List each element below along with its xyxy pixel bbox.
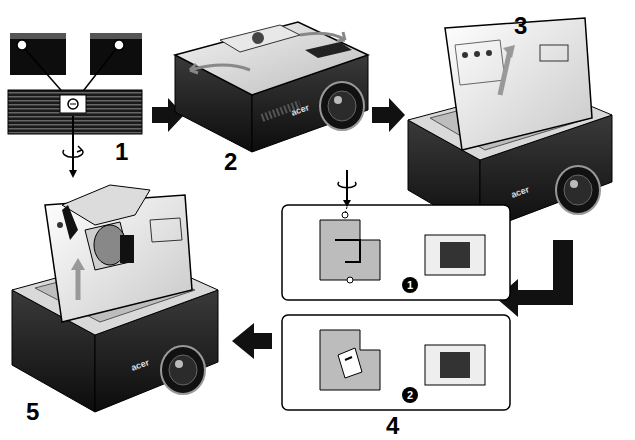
step-number: 2 [224,150,237,174]
projector-lamp-removed [12,185,218,412]
step-number: 5 [26,400,39,424]
lamp-top-view [282,170,510,410]
step-number: 1 [115,140,128,164]
step-number: 4 [386,414,399,438]
projector [175,22,368,152]
screw-detail [8,33,142,178]
step-number: 3 [514,14,527,38]
callout-number: 1 [407,280,413,291]
projector-open [408,18,612,232]
callout-number: 2 [407,390,413,401]
